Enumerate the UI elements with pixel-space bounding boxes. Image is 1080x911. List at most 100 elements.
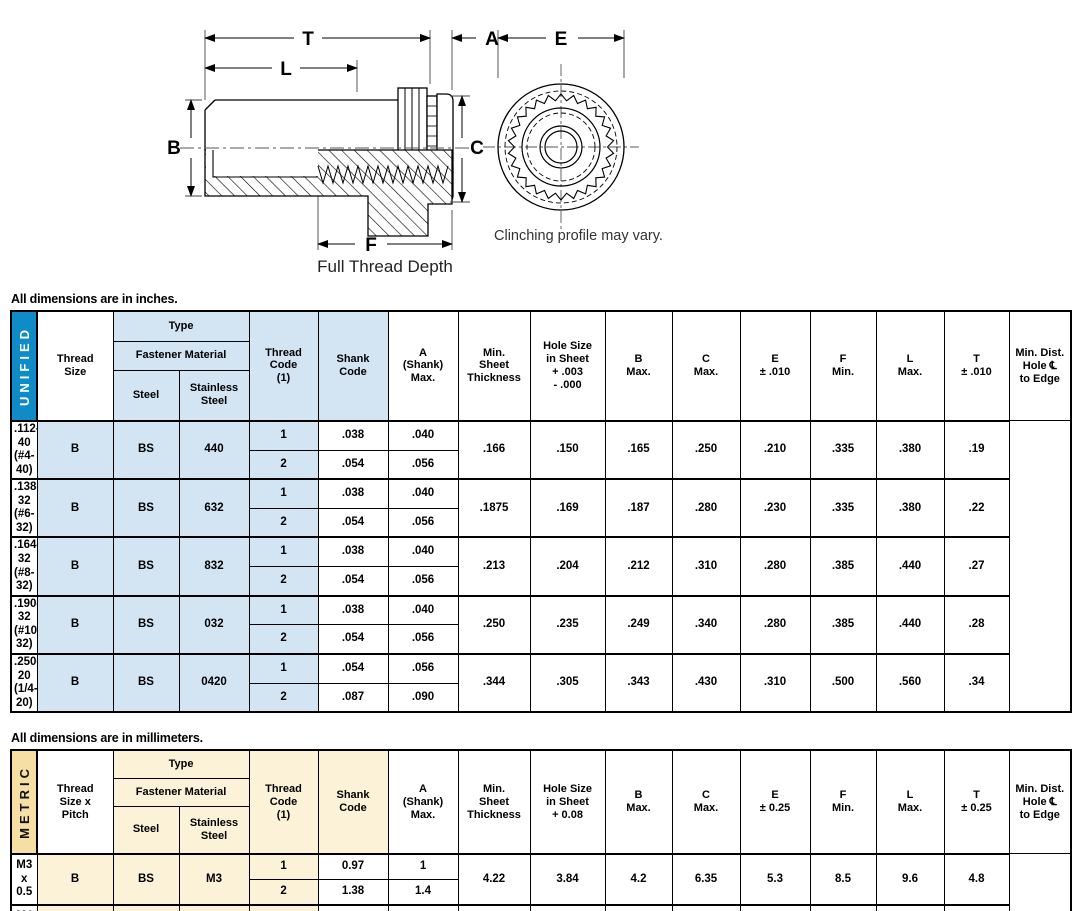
a-shank-cell: .038 <box>317 478 389 509</box>
f-cell: .280 <box>739 536 811 597</box>
front-view-drawing <box>483 30 639 232</box>
hole-size-cell: .166 <box>457 419 531 480</box>
b-cell: .204 <box>529 536 606 597</box>
f-cell: .230 <box>739 478 811 538</box>
e-cell: .310 <box>671 536 741 597</box>
technical-drawing: T A L B C F E Full Thread Depth Clinchin… <box>167 29 663 276</box>
l-cell: .385 <box>809 536 877 597</box>
min-sheet-cell: .040 <box>387 478 459 509</box>
a-shank-cell: 0.97 <box>317 903 389 911</box>
shank-code-cell: 1 <box>248 652 319 684</box>
clinch-serration-ring <box>507 93 615 201</box>
b-cell: 3.84 <box>529 852 606 906</box>
table-subrow: 2.054.056 <box>11 566 1071 597</box>
unified-side-label: UNIFIED <box>10 311 38 422</box>
min-sheet-cell: .090 <box>387 682 459 713</box>
b-cell: .305 <box>529 652 606 713</box>
dim-label-b: B <box>167 138 181 159</box>
a-shank-cell: 0.97 <box>317 852 389 880</box>
c-cell: .212 <box>604 536 673 597</box>
steel-code-cell: B <box>36 419 114 480</box>
shank-code-cell: 1 <box>248 903 319 911</box>
steel-code-cell: B <box>36 652 114 713</box>
shank-code-cell: 2 <box>248 507 319 538</box>
header-min-dist: Min. Dist. Hole ℄ to Edge <box>1008 311 1072 422</box>
header-min-sheet: Min. Sheet Thickness <box>457 311 531 422</box>
c-cell: .165 <box>604 419 673 480</box>
clinching-note: Clinching profile may vary. <box>494 228 663 244</box>
c-cell: .187 <box>604 478 673 538</box>
e-cell: 6.35 <box>671 852 741 906</box>
e-cell: .250 <box>671 419 741 480</box>
hole-size-cell: .1875 <box>457 478 531 538</box>
e-cell: .340 <box>671 594 741 655</box>
min-sheet-cell: 1.4 <box>387 878 459 906</box>
c-cell: 5.38 <box>604 903 673 911</box>
hole-size-cell: .344 <box>457 652 531 713</box>
header-min-dist: Min. Dist. Hole ℄ to Edge <box>1008 750 1072 855</box>
shank-code-cell: 2 <box>248 878 319 906</box>
steel-code-cell: B <box>36 903 114 911</box>
header-a-shank: A (Shank) Max. <box>387 311 459 422</box>
a-shank-cell: .038 <box>317 536 389 568</box>
header-hole-size: Hole Size in Sheet + .003 - .000 <box>529 311 606 422</box>
steel-code-cell: B <box>36 594 114 655</box>
l-cell: .335 <box>809 419 877 480</box>
a-shank-cell: .054 <box>317 652 389 684</box>
f-cell: .310 <box>739 652 811 713</box>
min-dist-cell: .27 <box>943 536 1010 597</box>
header-b-max: B Max. <box>604 311 673 422</box>
a-shank-cell: .054 <box>317 449 389 480</box>
f-cell: .210 <box>739 419 811 480</box>
header-thread-size: Thread Size x Pitch <box>36 750 114 855</box>
unified-spec-table: UNIFIED Thread Size Type Thread Code (1)… <box>10 310 1073 714</box>
hole-size-cell: 5.41 <box>457 903 531 911</box>
thread-size-cell: .138-32 (#6-32) <box>10 478 38 538</box>
t-cell: .440 <box>875 594 945 655</box>
stainless-code-cell: BS <box>112 852 180 906</box>
l-cell: 8.5 <box>809 852 877 906</box>
shank-code-cell: 1 <box>248 478 319 509</box>
min-sheet-cell: .056 <box>387 652 459 684</box>
f-cell: 5.3 <box>739 852 811 906</box>
shank-code-cell: 1 <box>248 419 319 451</box>
shank-code-cell: 1 <box>248 594 319 626</box>
metric-spec-table: METRIC Thread Size x Pitch Type Thread C… <box>10 749 1073 911</box>
dim-label-f: F <box>365 235 377 256</box>
header-e: E ± .010 <box>739 311 811 422</box>
f-cell: .280 <box>739 594 811 655</box>
dim-label-t: T <box>302 29 314 50</box>
min-sheet-cell: .056 <box>387 449 459 480</box>
a-shank-cell: .054 <box>317 566 389 597</box>
table-row: .190-32 (#10-32)BBS0321.038.040.250.235.… <box>10 594 1071 655</box>
header-e: E ± 0.25 <box>739 750 811 855</box>
b-cell: 5.2 <box>529 903 606 911</box>
e-cell: 7.95 <box>671 903 741 911</box>
header-stainless-steel: Stainless Steel <box>178 369 250 422</box>
f-cell: 7.1 <box>739 903 811 911</box>
table-row: .250-20 (1/4-20)BBS04201.054.056.344.305… <box>10 652 1071 713</box>
table-row: .112-40 (#4-40)BBS4401.038.040.166.150.1… <box>10 419 1071 480</box>
table-subrow: 2.054.056 <box>11 449 1071 480</box>
dim-label-c: C <box>470 138 484 159</box>
min-sheet-cell: 1 <box>387 903 459 911</box>
min-dist-cell: 6.9 <box>943 903 1010 911</box>
thread-size-cell: .190-32 (#10-32) <box>10 594 38 655</box>
b-cell: .169 <box>529 478 606 538</box>
hole-size-cell: 4.22 <box>457 852 531 906</box>
stainless-code-cell: BS <box>112 536 180 597</box>
table-row: M4 x 0.7BBSM410.9715.415.25.387.957.19.8… <box>10 903 1071 911</box>
thread-size-cell: .250-20 (1/4-20) <box>10 652 38 713</box>
shank-code-cell: 2 <box>248 682 319 713</box>
t-cell: .560 <box>875 652 945 713</box>
header-thread-code: Thread Code (1) <box>248 750 319 855</box>
side-view-drawing <box>180 30 476 250</box>
thread-code-cell: 632 <box>178 478 250 538</box>
min-sheet-cell: .056 <box>387 566 459 597</box>
stainless-code-cell: BS <box>112 478 180 538</box>
min-dist-cell: .28 <box>943 594 1010 655</box>
stainless-code-cell: BS <box>112 903 180 911</box>
thread-code-cell: 0420 <box>178 652 250 713</box>
header-shank-code: Shank Code <box>317 311 389 422</box>
stainless-code-cell: BS <box>112 652 180 713</box>
